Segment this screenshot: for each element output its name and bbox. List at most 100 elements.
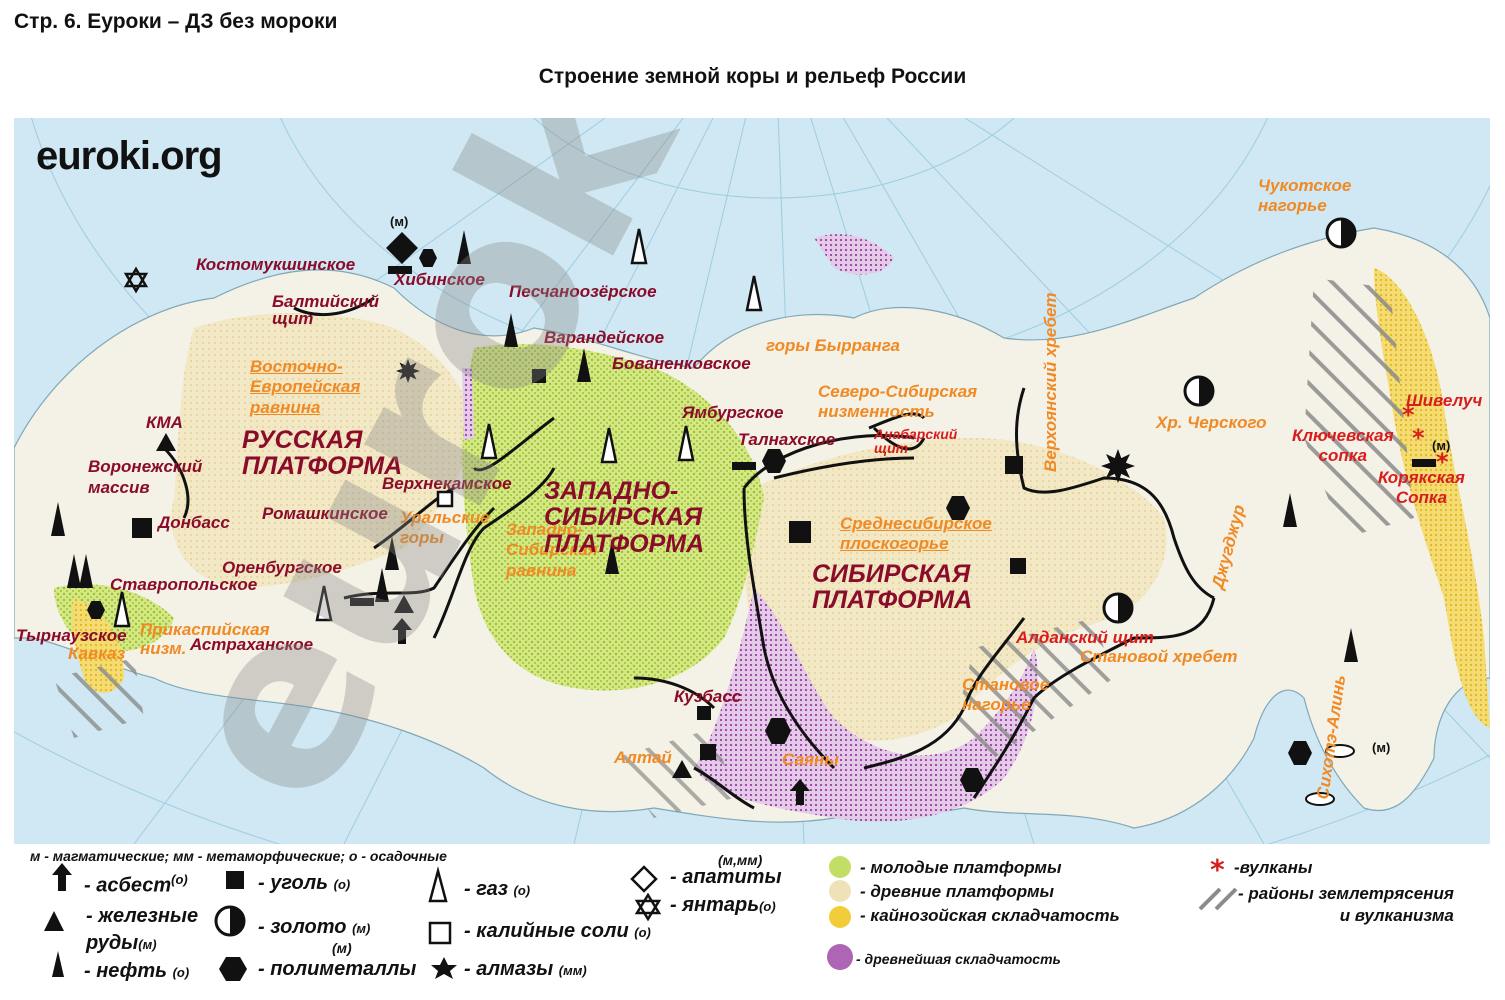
russian-platform-area xyxy=(171,313,474,588)
legend-oldest: - древнейшая складчатость xyxy=(856,951,1061,967)
legend-seismic: - районы землетрясения и вулканизма xyxy=(1238,884,1454,926)
label-chersky: Хр. Черского xyxy=(1156,413,1267,432)
legend-young-platforms: - молодые платформы xyxy=(860,858,1062,877)
gas-peschanoozyorsk-symbol xyxy=(630,228,648,265)
coal-donbass-symbol xyxy=(132,518,152,538)
label-voronezh-massif: Воронежский массив xyxy=(88,457,203,498)
legend-iron: - железные руды(м) xyxy=(86,905,199,954)
map-area: * * * euroki.org Костомукшинское Хибинск… xyxy=(14,118,1490,844)
label-east-european-plain: Восточно- Европейская равнина xyxy=(250,357,361,417)
label-west-siberian-platform: ЗАПАДНО- СИБИРСКАЯ ПЛАТФОРМА xyxy=(544,477,705,558)
label-caucasus: Кавказ xyxy=(68,644,126,663)
label-bovanenkovo: Бованенковское xyxy=(612,354,751,373)
label-siberian-platform: СИБИРСКАЯ ПЛАТФОРМА xyxy=(812,560,973,615)
gas-yamal-symbol xyxy=(745,275,763,312)
oil-varandey-symbol xyxy=(577,348,591,382)
label-kostomuksha: Костомукшинское xyxy=(196,255,356,274)
label-khibiny: Хибинское xyxy=(394,270,485,289)
coal-yakutsk-symbol xyxy=(1010,558,1026,574)
gas-orenburg-symbol xyxy=(315,585,333,622)
legend-symbols: * xyxy=(44,853,1238,981)
mark-kamchatka: (м) xyxy=(1432,438,1451,453)
polymetal-olenek-symbol xyxy=(946,496,970,520)
legend-amber: - янтарь(о) xyxy=(670,894,776,916)
iron-talnakh-symbol xyxy=(732,462,756,470)
label-orenburg: Оренбургское xyxy=(222,558,342,577)
iron-khibiny-symbol xyxy=(388,266,412,274)
label-byrranga: горы Бырранга xyxy=(766,336,901,355)
asbestos-sayan-symbol xyxy=(790,779,810,805)
seismic-zone-caucasus xyxy=(54,658,144,738)
polymetal-tyrnyauz-symbol xyxy=(87,601,105,619)
deposit-symbols xyxy=(51,217,1436,806)
gas-bovanenkovo-symbol xyxy=(600,427,618,464)
legend-potash: - калийные соли (о) xyxy=(464,920,651,942)
legend-apatite: - апатиты xyxy=(670,866,782,888)
polymetal-dalnegorsk-symbol xyxy=(1288,741,1312,765)
diamond-arkhangelsk-symbol xyxy=(396,359,420,383)
legend: * м - магматические; мм - метаморфически… xyxy=(14,845,1490,1000)
label-verkhnekamsk: Верхнекамское xyxy=(382,474,512,493)
label-stanovoy-range: Становой хребет xyxy=(1080,647,1238,666)
coal-tunguska-symbol xyxy=(789,521,811,543)
polymetal-zabaikalye-symbol xyxy=(960,768,984,792)
gold-chukotka-symbol xyxy=(1341,219,1355,247)
oil-okhotsk-symbol xyxy=(1283,493,1297,527)
legend-oil: - нефть (о) xyxy=(84,960,190,982)
oil-romashkino-symbol xyxy=(385,536,399,570)
coal-kuzbass2-symbol xyxy=(700,744,716,760)
gold-chersky-symbol xyxy=(1199,377,1213,405)
label-russian-platform: РУССКАЯ ПЛАТФОРМА xyxy=(242,426,403,481)
legend-polymetals-tag: (м) xyxy=(332,940,352,956)
page-header: Стр. 6. Еуроки – ДЗ без мороки xyxy=(14,10,338,33)
asbestos-urals-symbol xyxy=(392,618,412,644)
legend-gold: - золото (м) xyxy=(258,916,371,938)
label-peschanoozyorsk: Песчаноозёрское xyxy=(509,282,657,301)
seismic-zone-kamchatka xyxy=(1304,278,1414,538)
polymetal-altai-symbol xyxy=(765,718,791,744)
oil-timan-symbol xyxy=(504,313,518,347)
label-baltic-shield: Балтийский щит xyxy=(272,292,379,328)
gas-yamburg-symbol xyxy=(677,425,695,462)
label-verkhoyansk: Верхоянский хребет xyxy=(1041,292,1060,472)
legend-polymetals: - полиметаллы xyxy=(258,958,417,980)
label-donbass: Донбасс xyxy=(158,513,230,532)
legend-gas: - газ (о) xyxy=(464,878,531,900)
label-ural-mountains: Уральские горы xyxy=(400,508,490,548)
label-aldan-shield: Алданский щит xyxy=(1016,628,1155,647)
legend-diamonds: - алмазы (мм) xyxy=(464,958,587,980)
volcano-star-shiveluch: * xyxy=(1402,401,1415,429)
oil-crimea-symbol xyxy=(51,502,65,536)
legend-apatite-tag: (м,мм) xyxy=(718,852,763,868)
label-sayany: Саяны xyxy=(782,750,839,769)
oil-grozny-symbol xyxy=(67,554,81,588)
siberian-platform-area xyxy=(744,438,1167,741)
taymyr-folding-area xyxy=(814,234,894,275)
oil-samotlor-symbol xyxy=(605,540,619,574)
legend-volcanoes: -вулканы xyxy=(1234,858,1313,877)
map-canvas: * * * xyxy=(14,118,1490,844)
svg-text:*: * xyxy=(1210,853,1225,886)
oil-pechora-symbol xyxy=(457,230,471,264)
label-stanovoy-upland: Становое нагорье xyxy=(962,675,1050,715)
gas-sikhote-symbol xyxy=(1325,744,1355,758)
label-chukotka: Чукотское нагорье xyxy=(1258,176,1352,216)
label-shiveluch: Шивелуч xyxy=(1406,391,1483,410)
coal-lena-symbol xyxy=(1005,456,1023,474)
label-varandey: Варандейское xyxy=(544,328,665,347)
label-talnakh: Талнахское xyxy=(738,430,836,449)
gas-primorye-symbol xyxy=(1305,792,1335,806)
legend-cenozoic: - кайнозойская складчатость xyxy=(860,906,1120,925)
label-kma: КМА xyxy=(146,413,183,432)
label-astrakhan: Астраханское xyxy=(190,635,314,654)
label-romashkino: Ромашкинское xyxy=(262,504,388,523)
volcano-markers: * * * xyxy=(1402,401,1449,476)
label-stavropol: Ставропольское xyxy=(110,575,258,594)
amber-kaliningrad-symbol xyxy=(123,266,149,294)
label-tyrnyauz: Тырнаузское xyxy=(16,626,127,645)
volcano-star-koryakskaya: * xyxy=(1436,448,1449,476)
iron-gornaya-shoriya-symbol xyxy=(672,760,692,778)
legend-asbestos: - асбест(о) xyxy=(84,872,188,897)
euroki-logo: euroki.org xyxy=(36,134,223,178)
volcano-star-klyuchevskaya: * xyxy=(1412,424,1425,452)
